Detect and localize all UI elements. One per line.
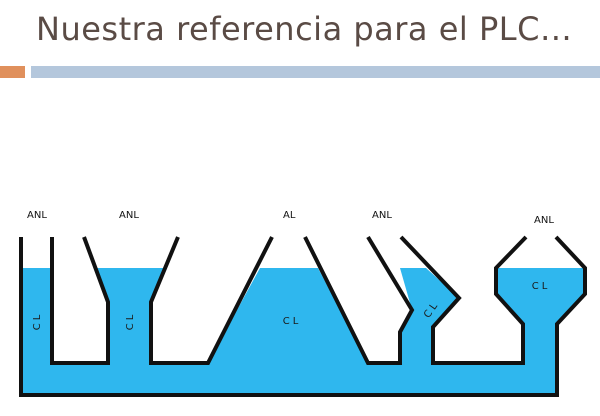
vessel-labels: ANL ANL AL ANL ANL bbox=[27, 210, 554, 226]
slide-title: Nuestra referencia para el PLC… bbox=[36, 10, 573, 48]
accent-bar bbox=[0, 66, 25, 78]
vessel-label-2: ANL bbox=[119, 210, 139, 221]
wall-outer bbox=[19, 235, 587, 397]
water-fill bbox=[21, 268, 585, 395]
wall-vessel-2 bbox=[149, 236, 274, 365]
vessel-label-1: ANL bbox=[27, 210, 47, 221]
level-label-2: CL bbox=[125, 312, 136, 331]
wall-vessel-3 bbox=[303, 235, 415, 365]
communicating-vessels-diagram: ANL ANL AL ANL ANL CL CL CL CL CL bbox=[19, 210, 587, 397]
title-rule bbox=[31, 66, 600, 78]
level-label-3: CL bbox=[283, 316, 302, 327]
vessel-label-5: ANL bbox=[534, 215, 554, 226]
vessel-label-4: ANL bbox=[372, 210, 392, 221]
level-label-1: CL bbox=[32, 312, 43, 331]
level-label-5: CL bbox=[532, 281, 551, 292]
wall-vessel-4 bbox=[399, 235, 528, 365]
vessel-label-3: AL bbox=[283, 210, 296, 221]
wall-vessel-1 bbox=[50, 236, 110, 365]
water-tank-1 bbox=[21, 268, 585, 395]
vessel-walls bbox=[19, 235, 587, 397]
